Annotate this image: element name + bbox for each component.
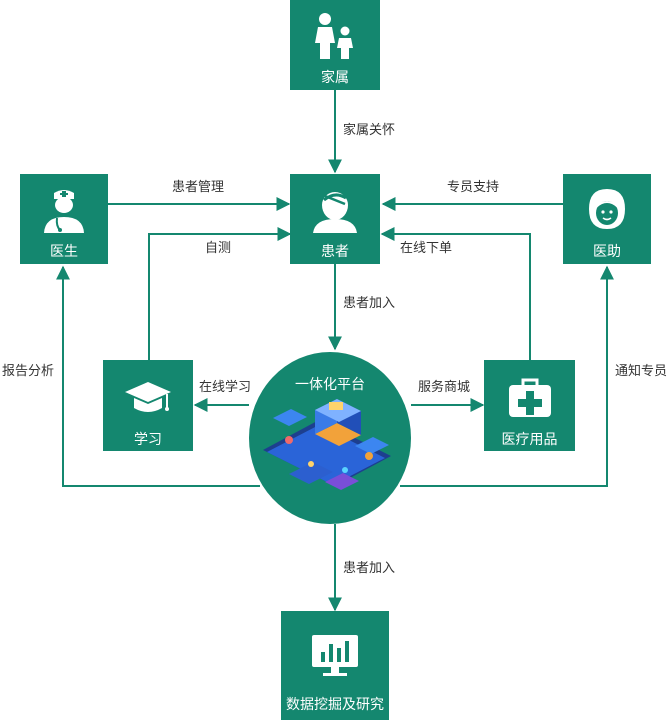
bar-chart-monitor-icon xyxy=(307,627,363,683)
edge-label-notify-specialist: 通知专员 xyxy=(615,364,668,379)
node-patient-label: 患者 xyxy=(321,244,349,260)
graduation-cap-icon xyxy=(120,370,176,426)
edge-label-online-order: 在线下单 xyxy=(400,241,453,256)
edge-label-report-analysis: 报告分析 xyxy=(2,364,55,379)
node-doctor-label: 医生 xyxy=(50,244,78,260)
edge-label-service-mall: 服务商城 xyxy=(418,380,471,395)
first-aid-kit-icon xyxy=(502,370,558,426)
edge-platform-to-assistant xyxy=(400,265,614,487)
edge-label-self-test: 自测 xyxy=(205,241,232,256)
edge-platform-to-doctor xyxy=(56,265,260,487)
node-data-label: 数据挖掘及研究 xyxy=(286,697,384,713)
node-supplies-label: 医疗用品 xyxy=(501,432,558,448)
edge-label-online-study: 在线学习 xyxy=(199,380,252,395)
assistant-icon xyxy=(579,182,635,238)
node-study: 学习 xyxy=(103,360,193,451)
node-family-label: 家属 xyxy=(321,70,349,86)
edge-label-patient-join-bottom: 患者加入 xyxy=(343,561,396,576)
node-study-label: 学习 xyxy=(134,432,162,448)
node-supplies: 医疗用品 xyxy=(484,360,575,451)
edge-label-patient-join-top: 患者加入 xyxy=(343,296,396,311)
edge-supplies-to-patient xyxy=(380,227,531,360)
edge-label-patient-management: 患者管理 xyxy=(172,180,225,195)
node-assistant-label: 医助 xyxy=(593,244,621,260)
patient-icon xyxy=(307,182,363,238)
edge-study-to-patient xyxy=(148,227,292,360)
node-platform: 一体化平台 xyxy=(249,352,411,524)
isometric-platform-illustration xyxy=(263,399,391,490)
node-data: 数据挖掘及研究 xyxy=(281,611,389,720)
doctor-icon xyxy=(36,182,92,238)
node-doctor: 医生 xyxy=(20,174,108,264)
node-family: 家属 xyxy=(290,0,380,90)
node-patient: 患者 xyxy=(290,174,380,264)
edge-label-family-care: 家属关怀 xyxy=(343,123,396,138)
node-platform-label: 一体化平台 xyxy=(295,377,365,393)
family-icon xyxy=(307,8,363,64)
edge-label-specialist-support: 专员支持 xyxy=(447,180,500,195)
node-assistant: 医助 xyxy=(563,174,651,264)
